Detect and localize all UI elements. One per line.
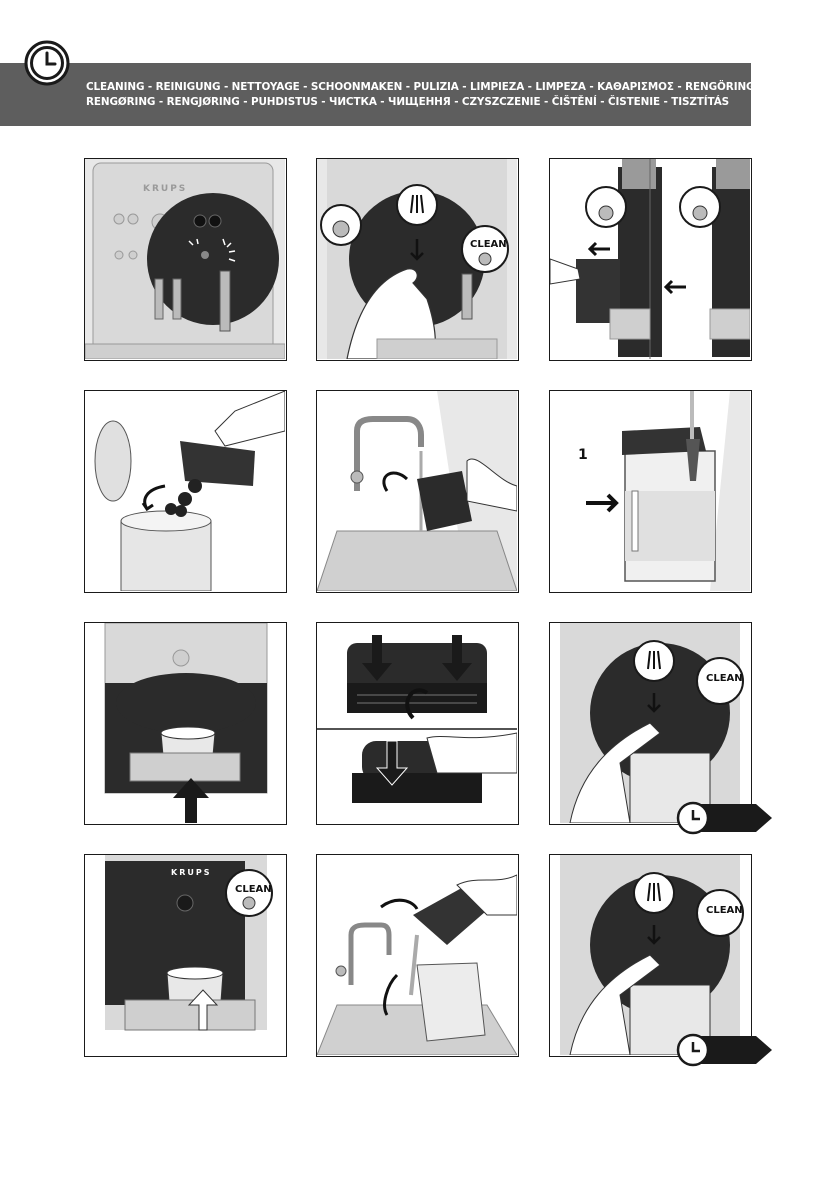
clean-label: CLEAN (706, 673, 743, 684)
hand-illustration (427, 733, 517, 773)
clean-label: CLEAN (235, 884, 272, 895)
place-container-illustration (85, 623, 285, 823)
pour-water-illustration (317, 855, 517, 1055)
control-zoom-circle (147, 193, 279, 325)
header-title: CLEANING - REINIGUNG - NETTOYAGE - SCHOO… (86, 80, 746, 110)
clean-label: CLEAN (470, 239, 507, 250)
press-clean-repeat-illustration: CLEAN (550, 855, 750, 1055)
step-9-panel: CLEAN (549, 622, 752, 825)
header-line-1: CLEANING - REINIGUNG - NETTOYAGE - SCHOO… (86, 80, 746, 95)
clean-label: CLEAN (706, 905, 743, 916)
machine-front-illustration: KRUPS (85, 159, 285, 359)
measuring-jug (417, 963, 485, 1041)
step-1-panel: KRUPS (84, 158, 287, 361)
press-button-illustration: CLEAN (317, 159, 517, 359)
step-8-panel (316, 622, 519, 825)
step-11-panel (316, 854, 519, 1057)
timer-tag-icon-2 (676, 1033, 774, 1067)
step-7-panel (84, 622, 287, 825)
clean-cycle-illustration: KRUPS CLEAN (85, 855, 285, 1055)
step-2-panel: CLEAN (316, 158, 519, 361)
clean-tank-illustration: 1 (550, 391, 750, 591)
press-clean-illustration: CLEAN (550, 623, 750, 823)
step-5-panel (316, 390, 519, 593)
step-3-panel (549, 158, 752, 361)
clock-icon (24, 40, 70, 86)
rinse-container-illustration (317, 391, 517, 591)
step-6-panel: 1 (549, 390, 752, 593)
step-4-panel (84, 390, 287, 593)
step-number: 1 (578, 447, 588, 463)
brand-label: KRUPS (171, 868, 211, 877)
step-10-panel: KRUPS CLEAN (84, 854, 287, 1057)
empty-grounds-illustration (85, 391, 285, 591)
drip-tray-illustration (317, 623, 517, 823)
timer-tag-icon (676, 801, 774, 835)
brand-label: KRUPS (143, 184, 187, 194)
step-12-panel: CLEAN (549, 854, 752, 1057)
header-line-2: RENGØRING - RENGJØRING - PUHDISTUS - ЧИС… (86, 95, 746, 110)
remove-tank-illustration (550, 159, 750, 359)
